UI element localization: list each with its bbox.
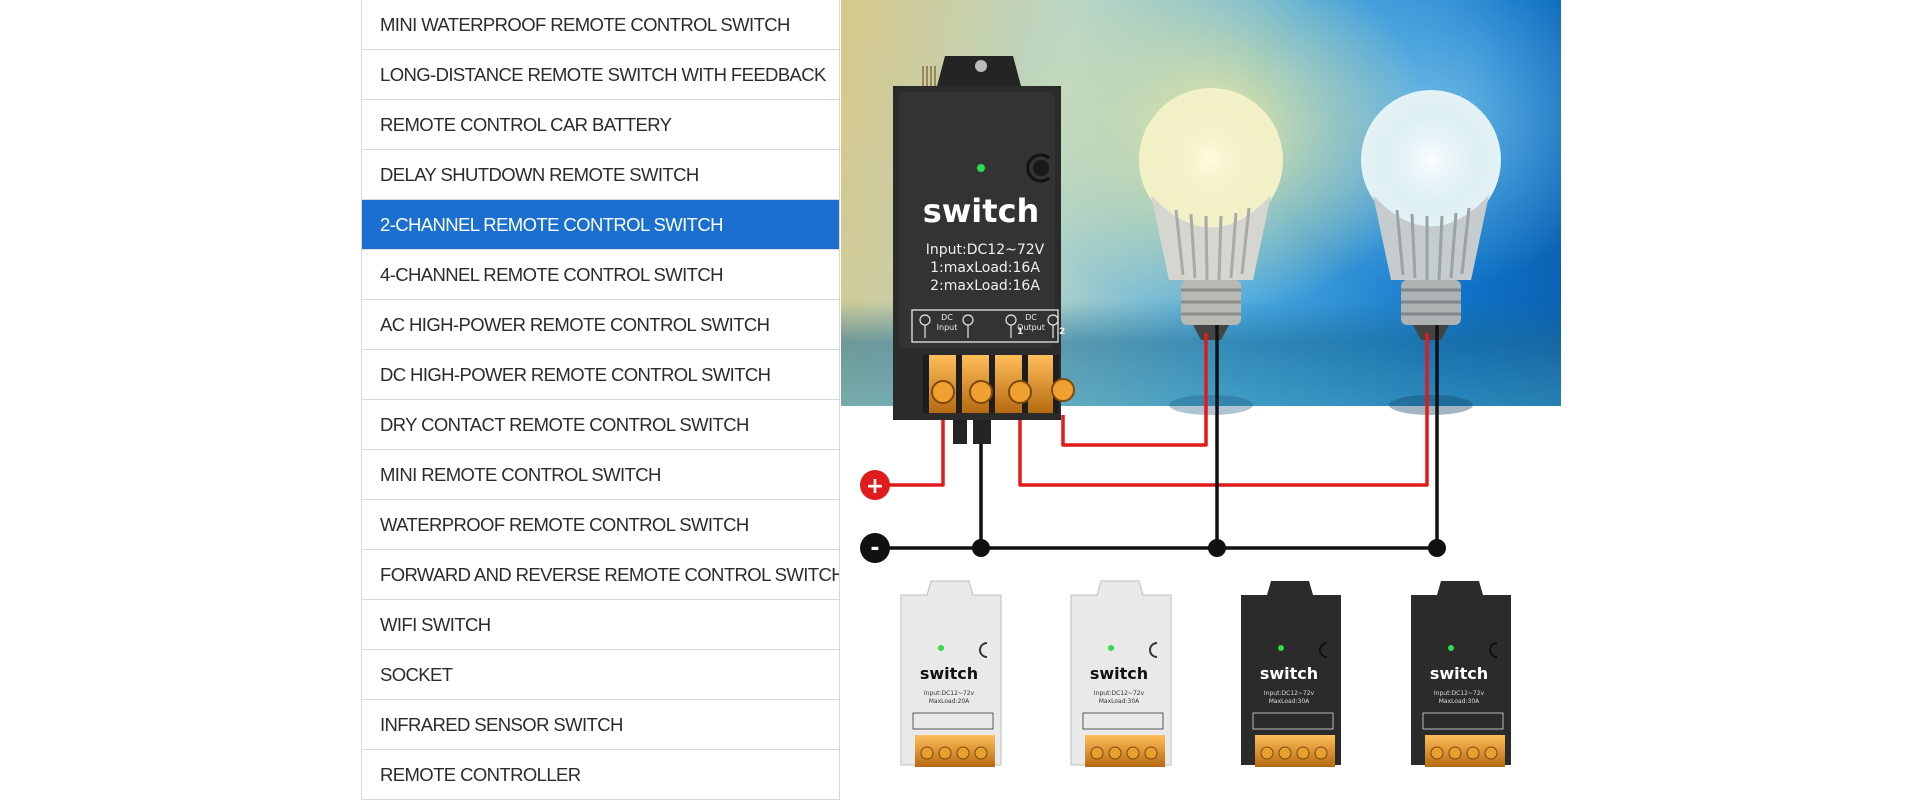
status-led-icon: [977, 164, 985, 172]
device-label: switch: [923, 192, 1040, 230]
spec-input: Input:DC12~72V: [926, 242, 1045, 258]
category-item[interactable]: DRY CONTACT REMOTE CONTROL SWITCH: [362, 400, 839, 450]
svg-text:-: -: [870, 536, 879, 561]
light-bulb-1-icon: [1139, 88, 1283, 415]
category-item[interactable]: MINI REMOTE CONTROL SWITCH: [362, 450, 839, 500]
spec-load-2: 2:maxLoad:16A: [930, 278, 1040, 294]
category-item[interactable]: LONG-DISTANCE REMOTE SWITCH WITH FEEDBAC…: [362, 50, 839, 100]
variant-thumbnail-3[interactable]: switch Input:DC12~72v MaxLoad:30A: [1231, 575, 1351, 795]
wiring-diagram: + - switch Input:DC12~72V 1:maxLoad:16A …: [860, 56, 1501, 563]
svg-text:switch: switch: [920, 664, 978, 683]
svg-text:switch: switch: [1090, 664, 1148, 683]
category-item[interactable]: DELAY SHUTDOWN REMOTE SWITCH: [362, 150, 839, 200]
learn-button-icon: [1026, 153, 1050, 183]
category-item-active[interactable]: 2-CHANNEL REMOTE CONTROL SWITCH: [362, 200, 839, 250]
category-list: MINI WATERPROOF REMOTE CONTROL SWITCH LO…: [362, 0, 839, 800]
svg-text:2: 2: [1059, 327, 1065, 337]
svg-text:MaxLoad:30A: MaxLoad:30A: [1269, 698, 1310, 705]
svg-text:+: +: [866, 474, 884, 499]
category-item[interactable]: WATERPROOF REMOTE CONTROL SWITCH: [362, 500, 839, 550]
svg-text:Input: Input: [937, 323, 958, 332]
category-item[interactable]: AC HIGH-POWER REMOTE CONTROL SWITCH: [362, 300, 839, 350]
svg-text:1: 1: [1017, 327, 1023, 337]
category-item[interactable]: INFRARED SENSOR SWITCH: [362, 700, 839, 750]
product-image-area: + - switch Input:DC12~72V 1:maxLoad:16A …: [841, 0, 1561, 800]
svg-text:Output: Output: [1017, 323, 1045, 332]
svg-text:MaxLoad:30A: MaxLoad:30A: [1439, 698, 1480, 705]
svg-text:Input:DC12~72v: Input:DC12~72v: [1094, 690, 1145, 697]
spec-load-1: 1:maxLoad:16A: [930, 260, 1040, 276]
variant-thumbnail-1[interactable]: switch Input:DC12~72v MaxLoad:20A: [891, 575, 1011, 795]
svg-text:switch: switch: [1430, 664, 1488, 683]
terminal-legend: [911, 309, 1059, 343]
variant-thumbnail-2[interactable]: switch Input:DC12~72v MaxLoad:30A: [1061, 575, 1181, 795]
category-sidebar: MINI WATERPROOF REMOTE CONTROL SWITCH LO…: [361, 0, 840, 800]
category-item[interactable]: MINI WATERPROOF REMOTE CONTROL SWITCH: [362, 0, 839, 50]
svg-text:DC: DC: [941, 313, 953, 322]
category-item[interactable]: WIFI SWITCH: [362, 600, 839, 650]
svg-text:DC: DC: [1025, 313, 1037, 322]
category-item[interactable]: 4-CHANNEL REMOTE CONTROL SWITCH: [362, 250, 839, 300]
positive-terminal-icon: +: [860, 470, 890, 500]
category-item[interactable]: FORWARD AND REVERSE REMOTE CONTROL SWITC…: [362, 550, 839, 600]
svg-text:Input:DC12~72v: Input:DC12~72v: [1264, 690, 1315, 697]
svg-text:MaxLoad:20A: MaxLoad:20A: [929, 698, 970, 705]
category-item[interactable]: SOCKET: [362, 650, 839, 700]
svg-text:MaxLoad:30A: MaxLoad:30A: [1099, 698, 1140, 705]
svg-text:Input:DC12~72v: Input:DC12~72v: [1434, 690, 1485, 697]
svg-text:Input:DC12~72v: Input:DC12~72v: [924, 690, 975, 697]
antenna-spring-icon: [922, 66, 936, 86]
negative-terminal-icon: -: [860, 533, 890, 563]
main-switch-device: switch Input:DC12~72V 1:maxLoad:16A 2:ma…: [893, 56, 1075, 444]
variant-thumbnail-4[interactable]: switch Input:DC12~72v MaxLoad:30A: [1401, 575, 1521, 795]
svg-text:switch: switch: [1260, 664, 1318, 683]
terminal-screws: [931, 378, 1075, 404]
category-item[interactable]: REMOTE CONTROLLER: [362, 750, 839, 800]
category-item[interactable]: REMOTE CONTROL CAR BATTERY: [362, 100, 839, 150]
light-bulb-2-icon: [1361, 90, 1501, 415]
category-item[interactable]: DC HIGH-POWER REMOTE CONTROL SWITCH: [362, 350, 839, 400]
